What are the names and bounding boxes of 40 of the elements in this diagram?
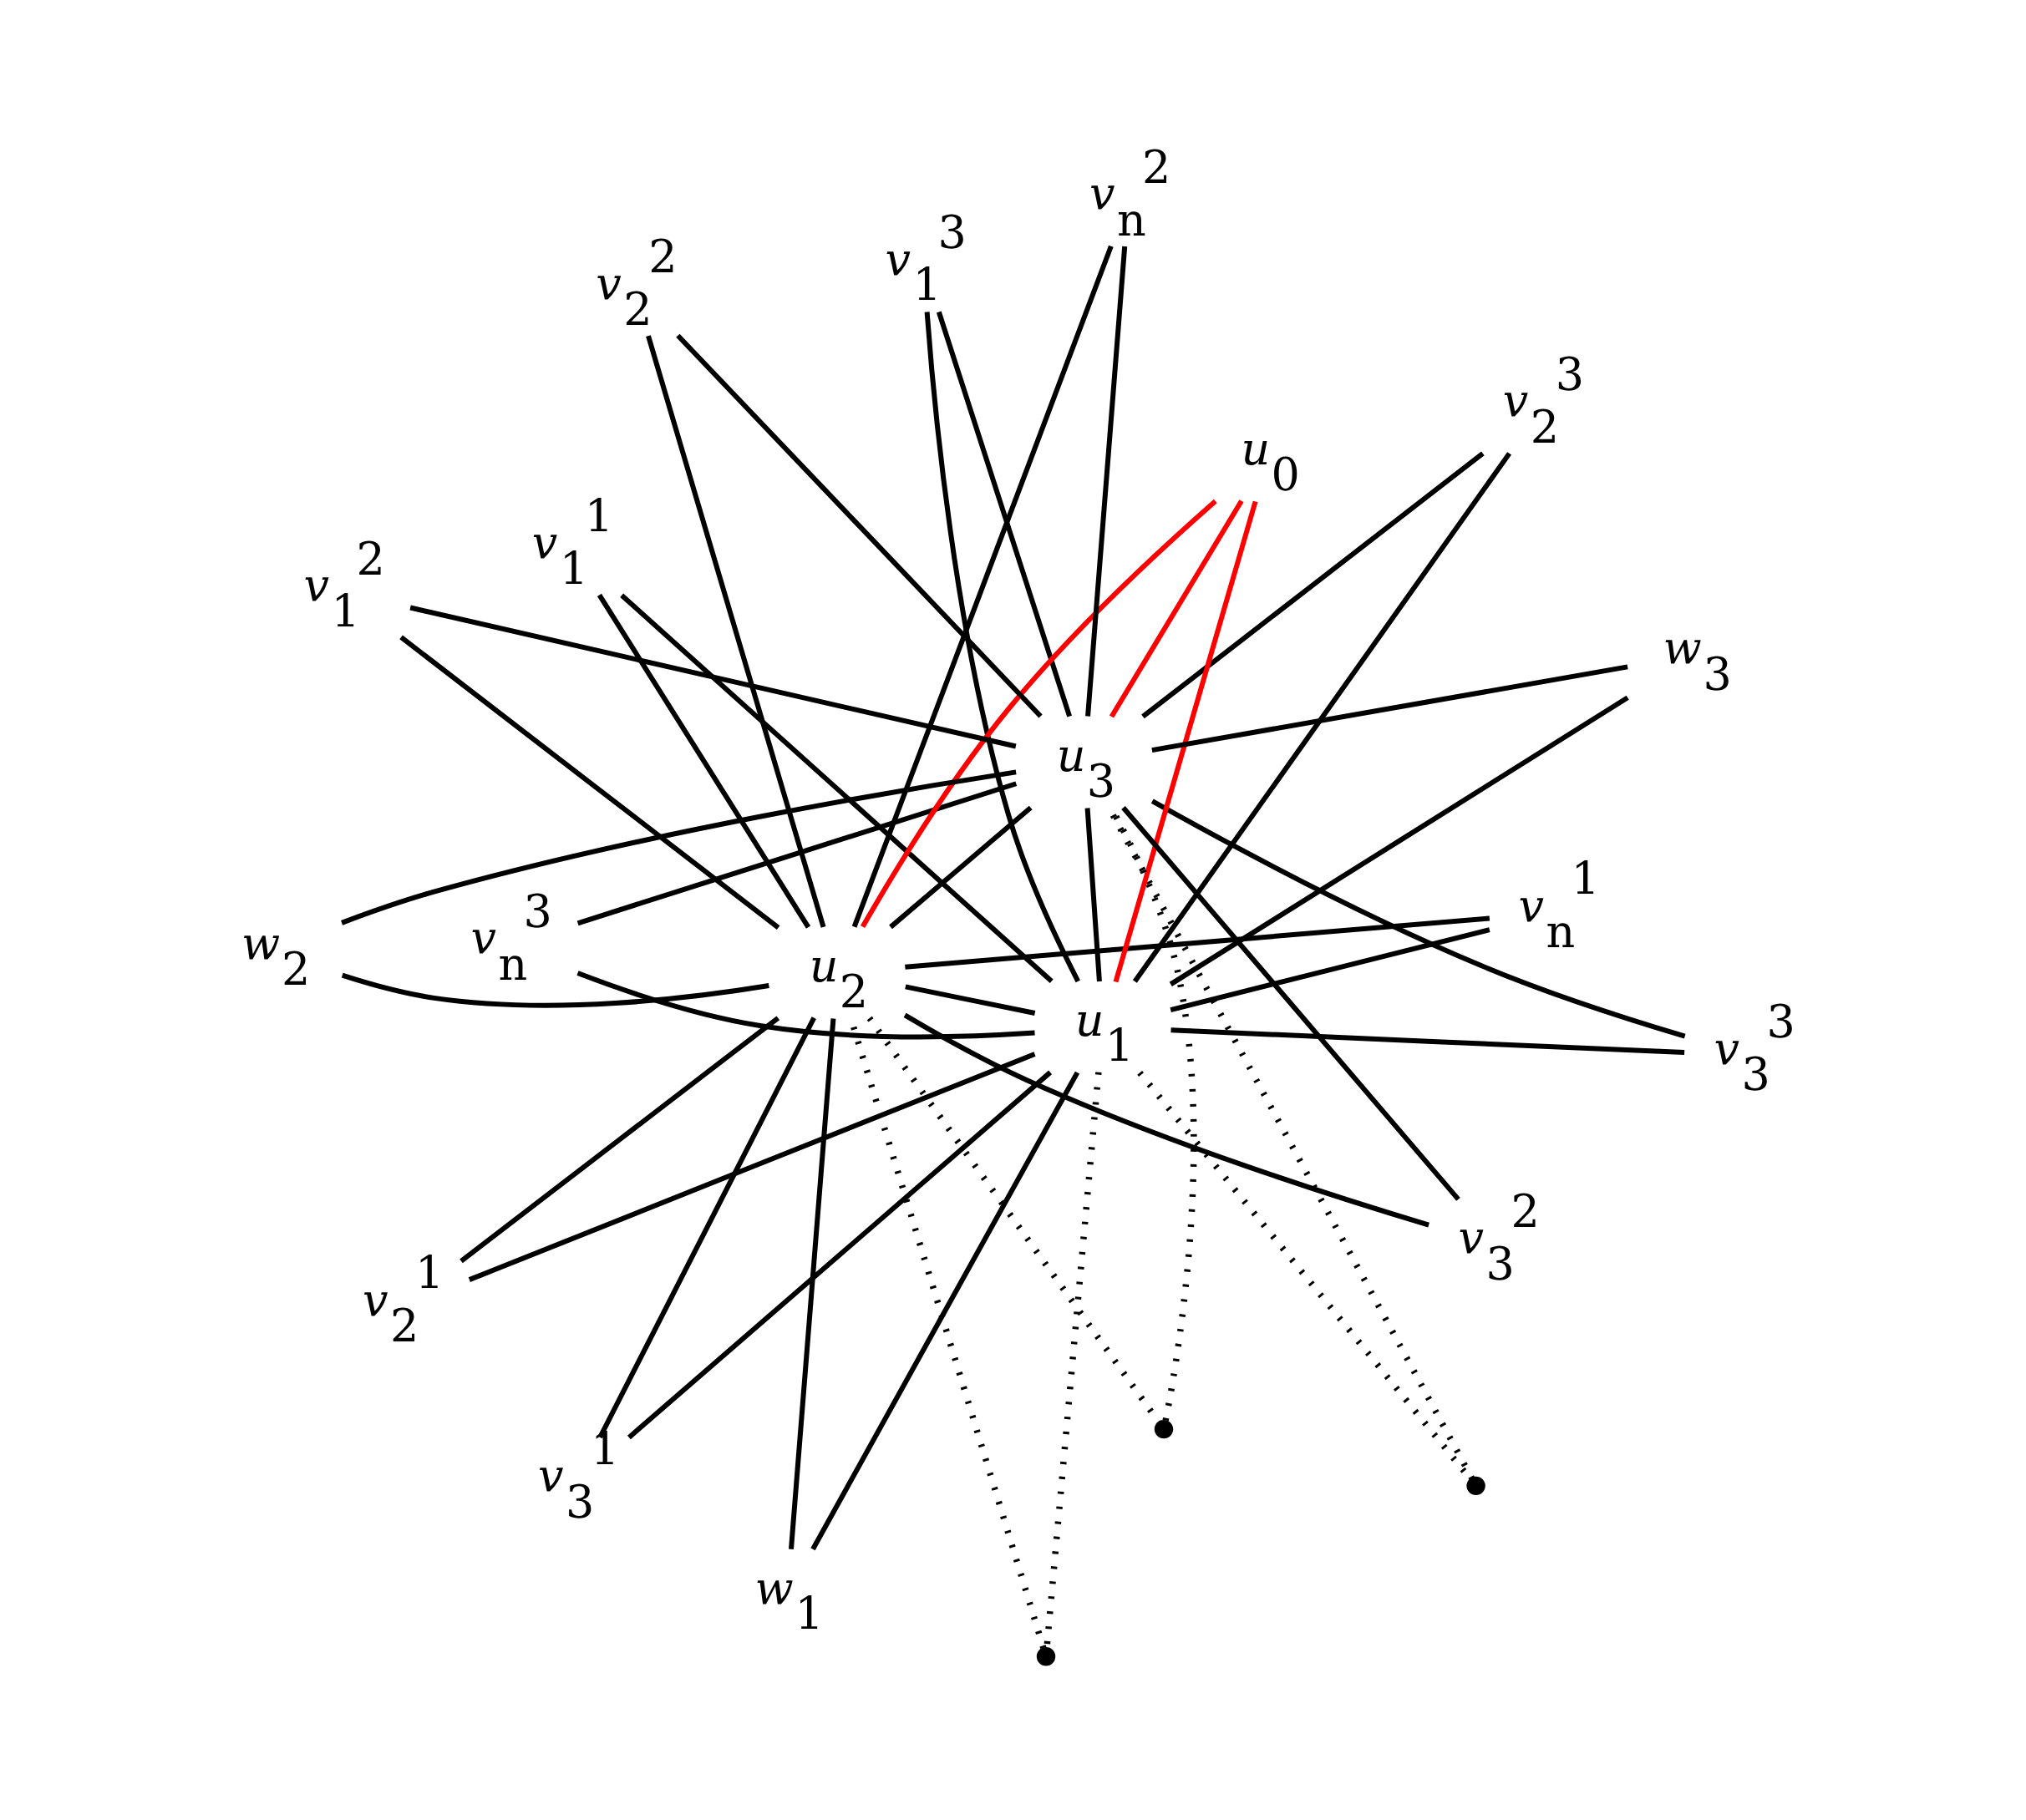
connector (1140, 451, 1485, 719)
connector (1150, 798, 1686, 1039)
connector (904, 984, 1035, 1016)
connector (1084, 808, 1102, 982)
connector (597, 1016, 816, 1439)
connector (597, 593, 810, 929)
connector (1120, 806, 1460, 1201)
connector (675, 333, 1043, 718)
node-circle (1154, 1419, 1173, 1439)
connector (866, 1016, 1161, 1424)
connector (924, 312, 1080, 983)
connector (904, 915, 1490, 970)
node-circle (1465, 1476, 1485, 1496)
connector (619, 593, 1054, 983)
connector (788, 1018, 835, 1549)
connector (1132, 452, 1511, 983)
connector (1150, 664, 1628, 753)
node-circle (1036, 1647, 1055, 1666)
connector (1084, 246, 1127, 717)
connector (576, 781, 1017, 926)
connector (851, 245, 1114, 928)
connector (1113, 500, 1257, 983)
connector (340, 769, 1017, 925)
connector (1169, 695, 1629, 986)
connector (341, 972, 769, 1008)
connector (399, 635, 779, 930)
connector (645, 335, 825, 928)
connector (1170, 1027, 1684, 1056)
connector (903, 1012, 1429, 1228)
connector (468, 1052, 1036, 1282)
connector (860, 499, 1217, 929)
connector (576, 971, 1035, 1040)
connector (459, 1016, 779, 1264)
connector (409, 605, 1017, 749)
connector (810, 1071, 1079, 1551)
connector (936, 311, 1072, 717)
connector (1109, 499, 1244, 718)
connector (888, 805, 1033, 930)
connector (627, 1070, 1052, 1440)
connector (1169, 927, 1490, 1012)
